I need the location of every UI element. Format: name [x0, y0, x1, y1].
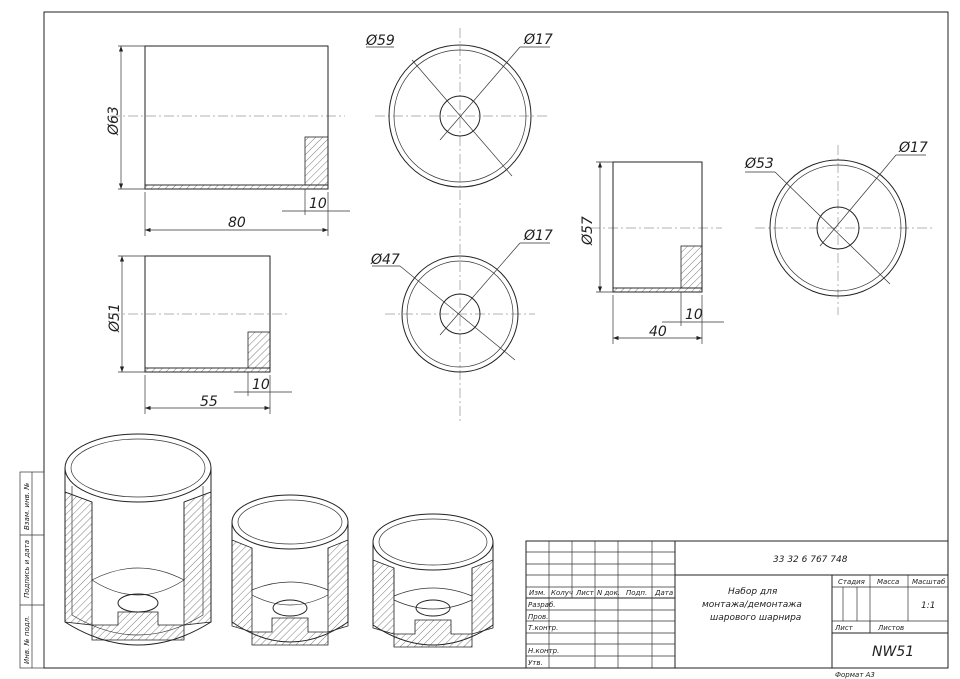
side-margin-zone2: Подпись и дата	[23, 540, 31, 598]
row-razrab: Разраб.	[528, 601, 556, 609]
dim-diam-47: Ø47	[370, 252, 400, 268]
side-margin-zone3: Инв. № подл.	[23, 616, 31, 664]
scale-value: 1:1	[921, 601, 935, 611]
col-data: Дата	[654, 589, 673, 597]
col-koluch: Колуч	[551, 589, 573, 597]
col-list: Лист	[575, 589, 595, 597]
sheet-frame	[43, 11, 949, 669]
masshtab-label: Масштаб	[912, 578, 946, 586]
col-izm: Изм.	[529, 589, 545, 597]
title-block: Изм. Колуч Лист N док. Подп. Дата Разраб…	[525, 540, 949, 679]
dim-length-10-c: 10	[685, 307, 703, 323]
dim-diam-59: Ø59	[365, 33, 395, 49]
part3-isometric-cutaway	[372, 513, 494, 648]
part2-isometric-cutaway	[231, 494, 349, 646]
dim-diam-17-b: Ø17	[523, 228, 553, 244]
list-label: Лист	[834, 624, 854, 632]
dim-diam-51: Ø51	[107, 303, 123, 333]
col-ndok: N док.	[597, 589, 620, 597]
part3-end-view: Ø53 Ø17	[744, 140, 935, 315]
dim-length-80: 80	[228, 215, 246, 231]
part2-end-view: Ø47 Ø17	[370, 228, 553, 373]
row-nkontr: Н.контр.	[528, 647, 559, 655]
part1-end-view: Ø59 Ø17	[365, 28, 553, 422]
part1-isometric-cutaway	[64, 433, 212, 646]
col-podp: Подп.	[626, 589, 647, 597]
dim-diam-53: Ø53	[744, 156, 774, 172]
drawing-code: NW51	[872, 644, 914, 660]
part1-side-view: Ø63 80 10	[106, 45, 350, 236]
side-margin-zone1: Взам. инв. №	[23, 482, 31, 530]
part3-side-view: Ø57 40 10	[580, 161, 724, 344]
dim-diam-17-a: Ø17	[523, 32, 553, 48]
row-utv: Утв.	[528, 659, 543, 667]
dim-length-40: 40	[649, 324, 667, 340]
listov-label: Листов	[877, 624, 904, 632]
title-line2: монтажа/демонтажа	[702, 600, 802, 610]
dim-length-55: 55	[200, 394, 218, 410]
dim-length-10-a: 10	[309, 196, 327, 212]
doc-number: 33 32 6 767 748	[773, 555, 848, 565]
massa-label: Масса	[877, 578, 899, 586]
side-margin: Взам. инв. № Подпись и дата Инв. № подл.	[19, 471, 45, 669]
dim-diam-57: Ø57	[580, 216, 596, 246]
dim-diam-17-c: Ø17	[898, 140, 928, 156]
dim-diam-63: Ø63	[106, 106, 122, 136]
row-tkontr: Т.контр.	[528, 624, 558, 632]
part2-side-view: Ø51 55 10	[107, 255, 292, 414]
title-line1: Набор для	[728, 587, 778, 597]
format-label: Формат А3	[835, 671, 875, 679]
row-prov: Пров.	[528, 613, 548, 621]
dim-length-10-b: 10	[252, 377, 270, 393]
stadia-label: Стадия	[838, 578, 865, 586]
title-line3: шарового шарнира	[710, 613, 801, 623]
